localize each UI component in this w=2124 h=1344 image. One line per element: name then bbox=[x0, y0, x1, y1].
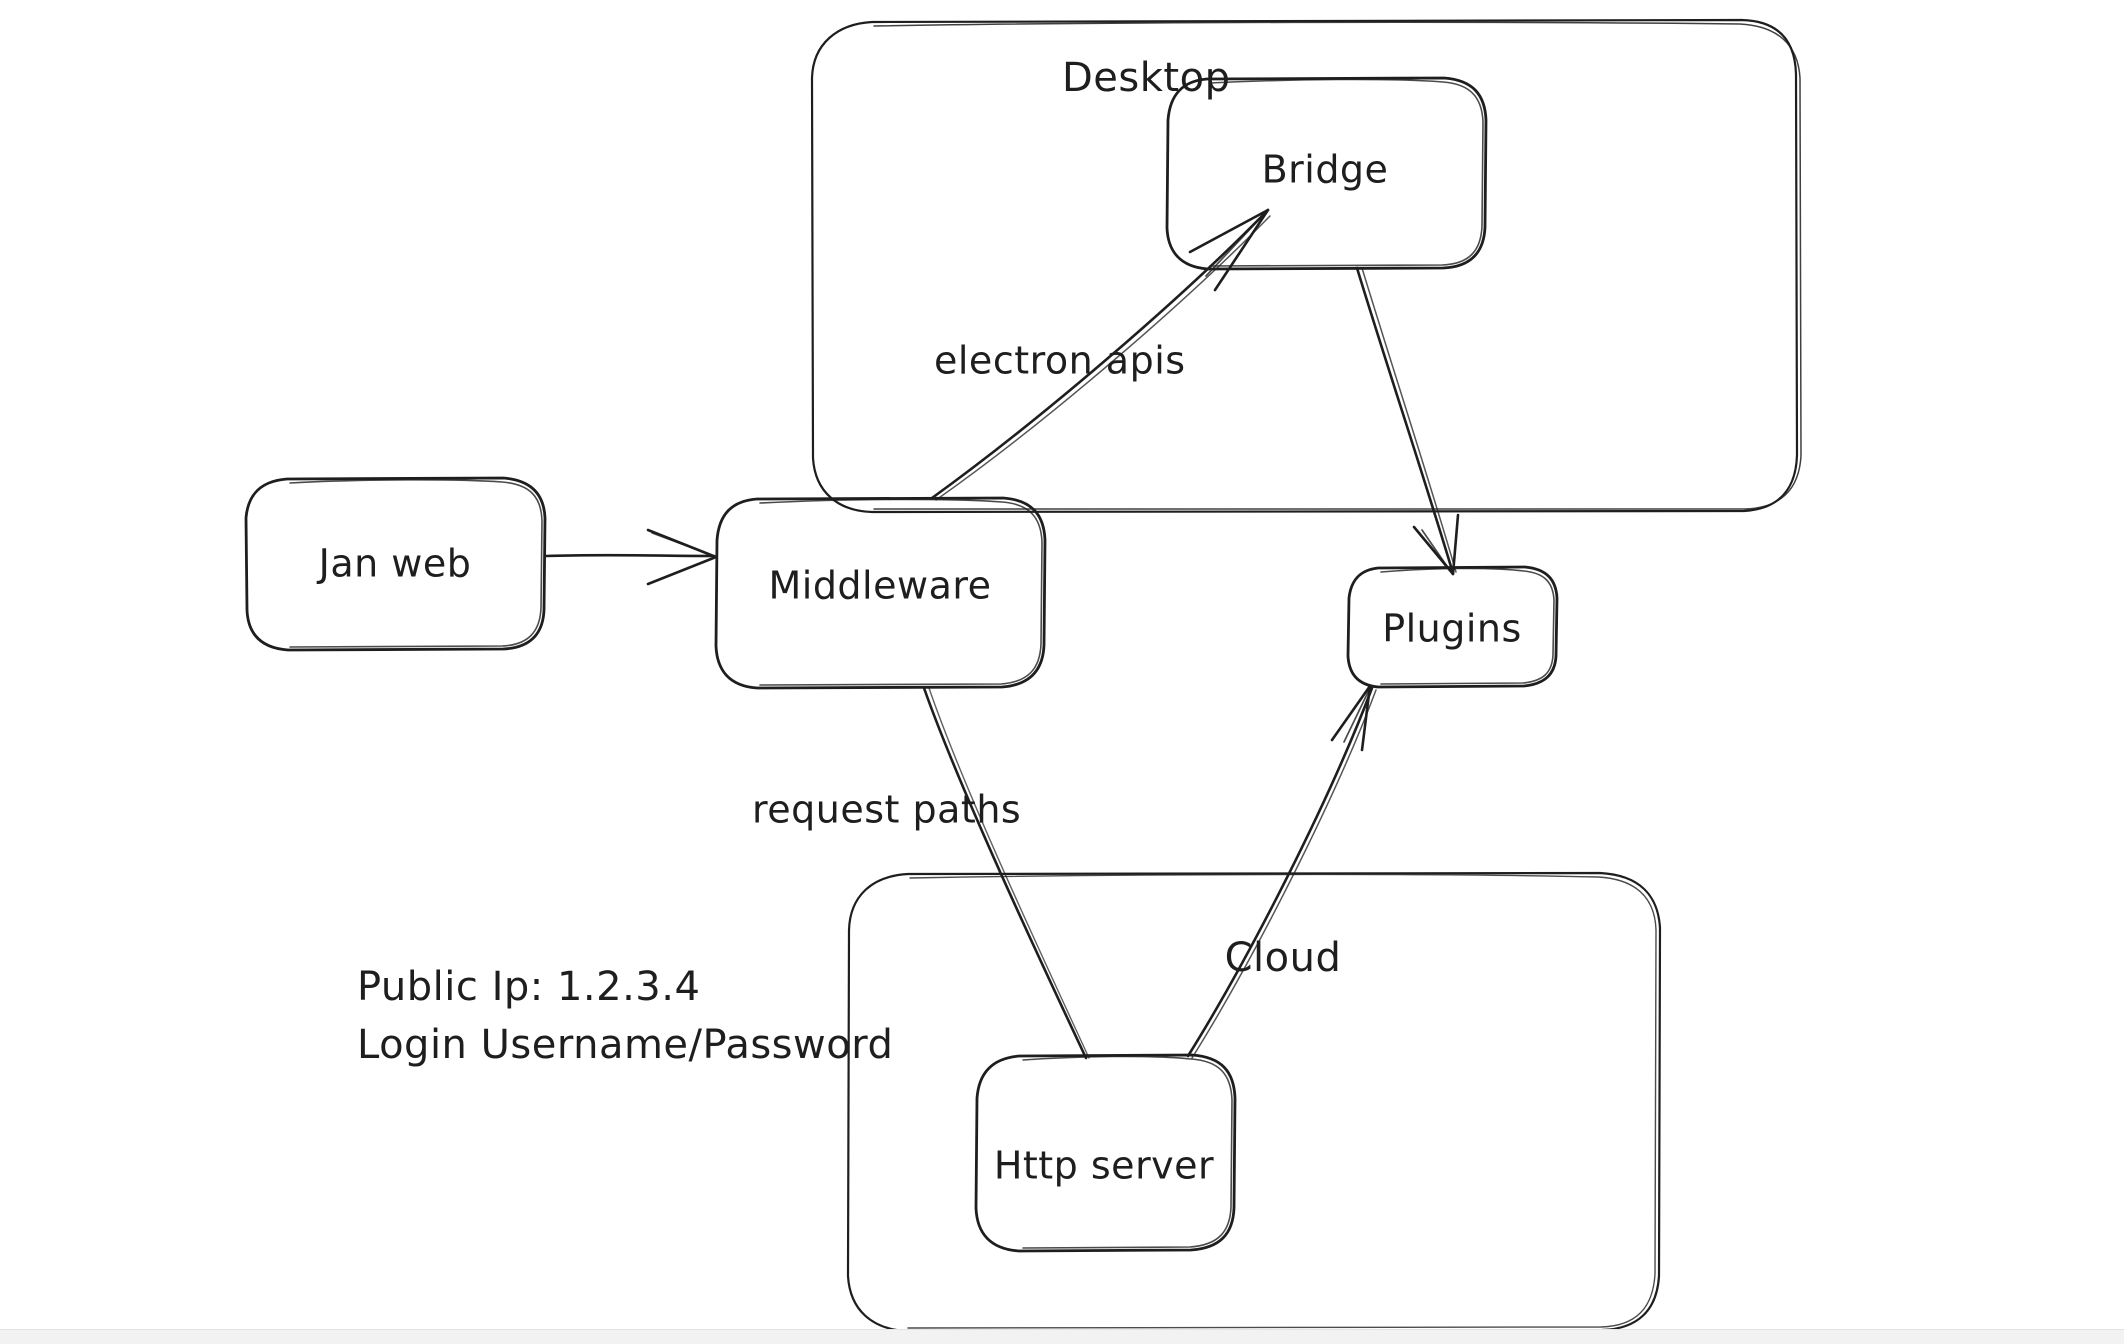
bottom-edge-strip bbox=[0, 1329, 2124, 1344]
node-http-server[interactable]: Http server bbox=[974, 1053, 1237, 1253]
group-label-desktop: Desktop bbox=[1062, 55, 1230, 101]
group-desktop[interactable]: Desktop bbox=[810, 18, 1802, 514]
node-label-bridge: Bridge bbox=[1262, 148, 1389, 192]
edge-middleware-to-bridge[interactable]: electron apis bbox=[930, 208, 1271, 501]
node-middleware[interactable]: Middleware bbox=[714, 496, 1047, 690]
node-plugins[interactable]: Plugins bbox=[1346, 565, 1559, 689]
node-label-plugins: Plugins bbox=[1382, 607, 1522, 651]
note-public-ip: Public Ip: 1.2.3.4 bbox=[357, 964, 700, 1010]
node-label-middleware: Middleware bbox=[768, 564, 991, 608]
node-jan-web[interactable]: Jan web bbox=[244, 476, 547, 652]
edge-httpserver-to-plugins[interactable] bbox=[1186, 684, 1377, 1059]
edge-label-electron-apis: electron apis bbox=[934, 339, 1186, 383]
edge-middleware-to-httpserver[interactable]: request paths bbox=[752, 686, 1090, 1060]
note-block[interactable]: Public Ip: 1.2.3.4 Login Username/Passwo… bbox=[357, 964, 893, 1068]
node-bridge[interactable]: Bridge bbox=[1165, 76, 1488, 271]
node-label-http-server: Http server bbox=[994, 1144, 1214, 1188]
edge-bridge-to-plugins[interactable] bbox=[1355, 266, 1460, 576]
node-label-jan-web: Jan web bbox=[317, 542, 472, 586]
note-login-credentials: Login Username/Password bbox=[357, 1022, 893, 1068]
group-label-cloud: Cloud bbox=[1225, 935, 1342, 981]
edge-janweb-to-middleware[interactable] bbox=[544, 528, 718, 586]
edge-label-request-paths: request paths bbox=[752, 788, 1021, 832]
